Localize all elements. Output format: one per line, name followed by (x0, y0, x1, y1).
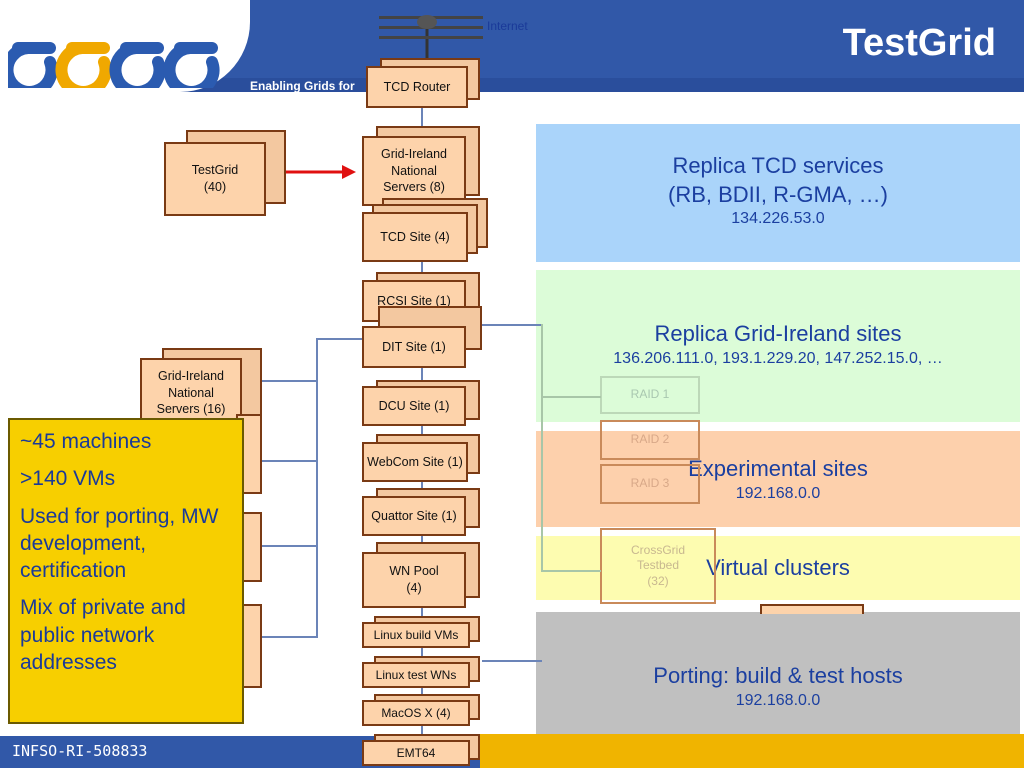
linux-build-box: Linux build VMs (362, 616, 482, 648)
macos-box: MacOS X (4) (362, 694, 482, 726)
webcom-site-box: WebCom Site (1) (362, 434, 482, 482)
testgrid-label: TestGrid (40) (191, 163, 239, 194)
crossgrid-label: CrossGrid Testbed (32) (630, 542, 685, 588)
raid-1-box: RAID 1 (600, 376, 700, 414)
zone-replica-tcd: Replica TCD services (RB, BDII, R-GMA, …… (536, 124, 1020, 262)
dit-site-label: DIT Site (1) (382, 339, 446, 354)
info-item-vms: >140 VMs (20, 467, 116, 491)
zone-replica-tcd-sub: 134.226.53.0 (731, 210, 825, 228)
dit-site-box: DIT Site (1) (362, 306, 486, 370)
quattor-site-label: Quattor Site (1) (371, 508, 457, 523)
zone-experimental-sub: 192.168.0.0 (735, 484, 821, 502)
right-link-porting (482, 660, 542, 662)
zone-replica-gi-title: Replica Grid-Ireland sites (654, 321, 902, 346)
footer-accent (480, 734, 1024, 768)
zone-replica-tcd-line2: (RB, BDII, R-GMA, …) (668, 181, 888, 207)
linux-build-label: Linux build VMs (373, 627, 459, 642)
zone-internal-vline (541, 324, 543, 572)
national-servers-8-label: Grid-Ireland National Servers (8) (381, 146, 447, 195)
left-link-2 (262, 460, 318, 462)
raid-2-box: RAID 2 (600, 420, 700, 460)
tcd-site-box: TCD Site (4) (362, 198, 490, 264)
zone-experimental-title: Experimental sites (688, 456, 868, 481)
tagline: Enabling Grids for (250, 79, 355, 93)
egee-logo (8, 42, 220, 88)
national-servers-16-box: Grid-Ireland National Servers (16) (140, 348, 264, 428)
porting-box-top (760, 604, 864, 614)
raid-1-label: RAID 1 (630, 387, 670, 402)
info-item-usage: Used for porting, MW development, certif… (20, 504, 219, 583)
quattor-site-box: Quattor Site (1) (362, 488, 482, 536)
dcu-site-label: DCU Site (1) (378, 398, 450, 413)
zone-internal-link-2 (541, 570, 601, 572)
macos-label: MacOS X (4) (381, 705, 451, 720)
header-strip (0, 78, 1024, 92)
info-item-network: Mix of private and public network addres… (20, 596, 186, 675)
left-bus-line (316, 338, 318, 638)
left-link-4 (262, 636, 318, 638)
national-servers-16-label: Grid-Ireland National Servers (16) (156, 368, 226, 417)
testgrid-box: TestGrid (40) (164, 130, 288, 216)
zone-porting-title: Porting: build & test hosts (653, 663, 903, 688)
wn-pool-label: WN Pool (4) (389, 564, 439, 595)
logo-panel (0, 0, 250, 92)
zone-replica-tcd-title: Replica TCD services (672, 153, 884, 178)
rcsi-site-label: RCSI Site (1) (377, 293, 451, 308)
zone-virtual: Virtual clusters (536, 536, 1020, 600)
tcd-router-label: TCD Router (383, 79, 451, 94)
footer-text: INFSO-RI-508833 (12, 742, 148, 760)
emt64-label: EMT64 (396, 745, 436, 760)
info-box: ~45 machines >140 VMs Used for porting, … (8, 418, 244, 724)
dcu-site-box: DCU Site (1) (362, 380, 482, 426)
wn-pool-box: WN Pool (4) (362, 542, 482, 608)
zone-experimental: Experimental sites 192.168.0.0 (536, 431, 1020, 527)
webcom-site-label: WebCom Site (1) (367, 454, 463, 469)
info-item-machines: ~45 machines (20, 430, 152, 453)
zone-replica-gi-sub: 136.206.111.0, 193.1.229.20, 147.252.15.… (613, 349, 943, 367)
raid-3-box: RAID 3 (600, 464, 700, 504)
left-link-1 (262, 380, 318, 382)
linux-test-label: Linux test WNs (375, 667, 457, 682)
zone-porting-sub: 192.168.0.0 (735, 691, 821, 709)
tcd-site-label: TCD Site (4) (380, 229, 450, 244)
raid-3-label: RAID 3 (630, 476, 670, 491)
left-link-3 (262, 545, 318, 547)
national-servers-8-box: Grid-Ireland National Servers (8) (362, 126, 482, 206)
crossgrid-box: CrossGrid Testbed (32) (600, 528, 716, 604)
raid-2-label: RAID 2 (630, 432, 670, 447)
left-bus-top-line (316, 338, 372, 340)
tcd-router-box: TCD Router (366, 58, 482, 108)
internet-network-icon (379, 15, 483, 58)
right-link-gi (482, 324, 542, 326)
page-title: TestGrid (842, 22, 996, 64)
arrow-icon (286, 165, 356, 179)
internet-label: Internet (487, 19, 528, 33)
zone-internal-link-1 (541, 396, 601, 398)
zone-virtual-title: Virtual clusters (706, 555, 850, 580)
linux-test-box: Linux test WNs (362, 656, 482, 688)
zone-replica-gi: Replica Grid-Ireland sites 136.206.111.0… (536, 270, 1020, 422)
emt64-box: EMT64 (362, 734, 482, 766)
